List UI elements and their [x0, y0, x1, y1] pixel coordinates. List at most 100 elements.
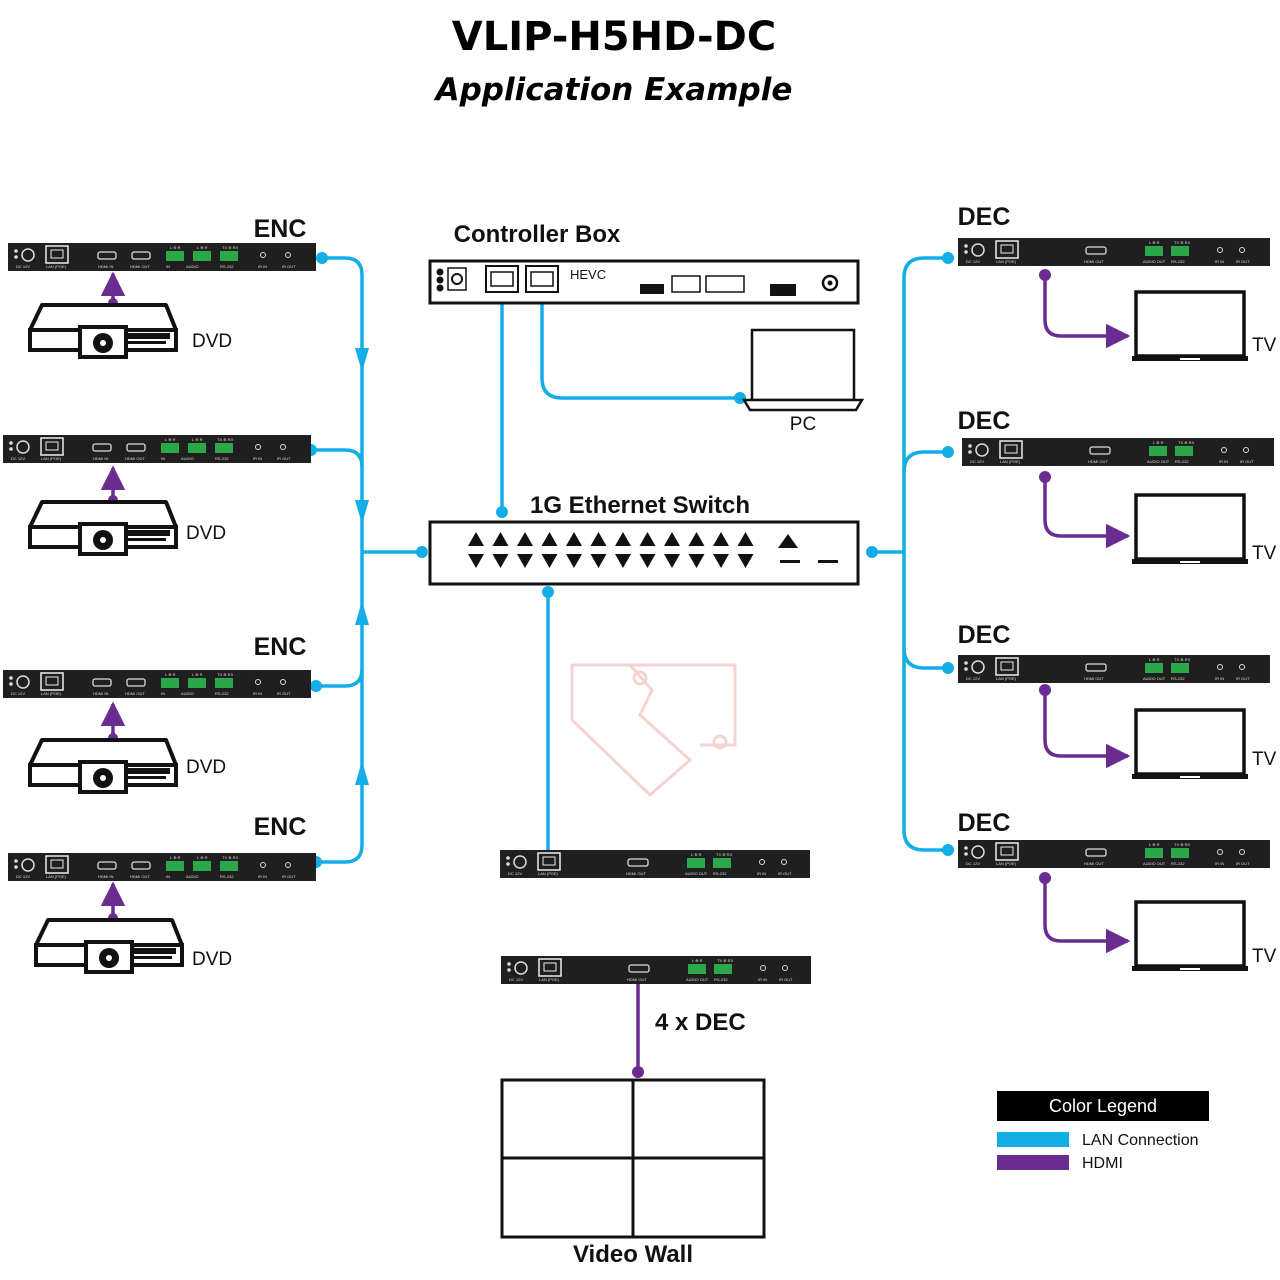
hdmi-out-port-icon — [126, 443, 146, 452]
lan-port-icon — [995, 240, 1019, 259]
lan-port-icon — [40, 437, 64, 456]
video-wall-label: Video Wall — [573, 1241, 693, 1268]
rs232-label: RS-232 — [713, 871, 727, 876]
hdmi-out-label: HDMI OUT — [1084, 259, 1104, 264]
switch-port-icon — [492, 532, 509, 546]
terminal-block-icon — [1175, 446, 1193, 456]
ir-out-port-icon — [782, 965, 788, 971]
hdmi-out-label: HDMI OUT — [626, 871, 646, 876]
ir-out-port-icon — [1239, 849, 1245, 855]
terminal-block-icon — [188, 443, 206, 453]
dc-jack-icon — [514, 961, 528, 975]
switch-port-icon — [688, 554, 705, 568]
diagram-title: VLIP-H5HD-DC — [452, 14, 776, 60]
terminal-block-icon — [220, 251, 238, 261]
dc-port-label: DC 12V — [970, 459, 984, 464]
controller-box — [428, 259, 860, 305]
dvd-player-icon — [28, 738, 178, 794]
legend-swatch-lan — [997, 1132, 1069, 1147]
audio-out-label: AUDIO OUT — [1143, 676, 1166, 681]
dec-label-3: DEC — [958, 621, 1011, 649]
hdmi-out-label: HDMI OUT — [125, 691, 145, 696]
lr-label: L ⊕ R — [692, 958, 703, 963]
terminal-block-icon — [1171, 663, 1189, 673]
ir-in-label: IR IN — [757, 871, 766, 876]
ethernet-switch — [428, 520, 860, 586]
terminal-block-icon — [193, 251, 211, 261]
tv-icon — [1132, 493, 1248, 564]
lan-port-label: LAN (POE) — [1000, 459, 1021, 464]
lr-label: L ⊕ R — [1153, 440, 1164, 445]
lr-label: L ⊕ R — [165, 437, 176, 442]
dc-jack-icon — [971, 660, 985, 674]
txrx-label: TX ⊕ RX — [717, 958, 734, 963]
hdmi-out-port-icon — [126, 678, 146, 687]
hdmi-out-port-icon — [131, 251, 151, 260]
lr-label: L ⊕ R — [170, 245, 181, 250]
dc-jack-icon — [21, 858, 35, 872]
rs232-label: RS-232 — [1171, 861, 1185, 866]
ir-out-label: IR OUT — [1240, 459, 1254, 464]
lr-label: L ⊕ R — [192, 437, 203, 442]
hdmi-in-label: HDMI IN — [93, 456, 108, 461]
hdmi-out-port-icon — [1085, 848, 1107, 857]
switch-label: 1G Ethernet Switch — [530, 492, 750, 519]
lan-port-icon — [999, 440, 1023, 459]
ir-out-port-icon — [1239, 664, 1245, 670]
lr-label: L ⊕ R — [197, 245, 208, 250]
legend-swatch-hdmi — [997, 1155, 1069, 1170]
txrx-label: TX ⊕ RX — [222, 245, 239, 250]
dc-jack-icon — [16, 440, 30, 454]
hdmi-out-port-icon — [1085, 246, 1107, 255]
lr-label: L ⊕ R — [1149, 240, 1160, 245]
ir-out-label: IR OUT — [277, 691, 291, 696]
terminal-block-icon — [714, 964, 732, 974]
audio-in-label: IN — [161, 456, 165, 461]
lan-port-label: LAN (POE) — [46, 874, 67, 879]
ir-out-port-icon — [280, 444, 286, 450]
terminal-block-icon — [188, 678, 206, 688]
rs232-label: RS-232 — [220, 264, 234, 269]
dc-port-label: DC 12V — [508, 871, 522, 876]
pc-label: PC — [790, 414, 816, 435]
ir-in-label: IR IN — [258, 874, 267, 879]
switch-port-icon — [688, 532, 705, 546]
ir-in-label: IR IN — [258, 264, 267, 269]
terminal-block-icon — [166, 861, 184, 871]
txrx-label: TX ⊕ RX — [1174, 842, 1191, 847]
ir-in-port-icon — [1217, 664, 1223, 670]
txrx-label: TX ⊕ RX — [716, 852, 733, 857]
audio-in-label: IN — [166, 874, 170, 879]
rs232-label: RS-232 — [220, 874, 234, 879]
ir-out-label: IR OUT — [779, 977, 793, 982]
lr-label: L ⊕ R — [192, 672, 203, 677]
dc-port-label: DC 12V — [11, 691, 25, 696]
ir-out-label: IR OUT — [277, 456, 291, 461]
lr-label: L ⊕ R — [170, 855, 181, 860]
color-legend: Color Legend LAN Connection HDMI — [997, 1091, 1209, 1172]
ir-in-port-icon — [260, 252, 266, 258]
terminal-block-icon — [1171, 246, 1189, 256]
ir-out-port-icon — [285, 252, 291, 258]
ir-out-label: IR OUT — [282, 874, 296, 879]
ir-out-label: IR OUT — [1236, 861, 1250, 866]
ir-in-label: IR IN — [1215, 259, 1224, 264]
hevc-label: HEVC — [570, 267, 606, 282]
txrx-label: TX ⊕ RX — [217, 437, 234, 442]
terminal-block-icon — [193, 861, 211, 871]
lan-port-icon — [40, 672, 64, 691]
hdmi-in-label: HDMI IN — [98, 264, 113, 269]
terminal-block-icon — [166, 251, 184, 261]
switch-port-icon — [737, 554, 754, 568]
lan-port-label: LAN (POE) — [539, 977, 560, 982]
hdmi-in-port-icon — [92, 678, 112, 687]
terminal-block-icon — [215, 443, 233, 453]
terminal-block-icon — [215, 678, 233, 688]
legend-label-hdmi: HDMI — [1082, 1155, 1123, 1172]
hdmi-out-port-icon — [131, 861, 151, 870]
switch-port-icon — [639, 554, 656, 568]
hdmi-out-label: HDMI OUT — [130, 874, 150, 879]
